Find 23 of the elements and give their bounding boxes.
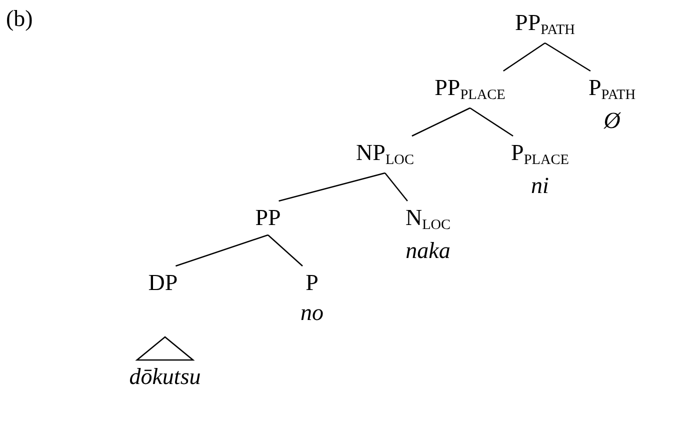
tree-branch [176, 234, 268, 267]
category-label: PP$_{PATH}$ [515, 9, 575, 40]
word-label: dōkutsu [129, 363, 201, 391]
category-label: P$_{PLACE}$ [511, 139, 569, 170]
category-label: N$_{LOC}$ [405, 204, 451, 235]
word-label: naka [405, 237, 451, 265]
word-label: Ø [602, 107, 622, 135]
category-label: PP$_{PLACE}$ [434, 74, 506, 105]
category-label: P$_{PATH}$ [588, 74, 636, 105]
tree-branch [503, 42, 546, 72]
word-label: no [300, 299, 324, 327]
tree-branch [278, 172, 386, 202]
tree-branch [384, 172, 408, 202]
panel-label: (b) [6, 6, 33, 32]
tree-branch [470, 107, 514, 137]
category-label: NP$_{LOC}$ [356, 139, 414, 170]
tree-branch [412, 107, 470, 137]
tree-branch [268, 234, 303, 266]
word-label: ni [530, 172, 550, 200]
category-label: PP [255, 204, 281, 232]
category-label: P [304, 269, 320, 297]
tree-branch [544, 42, 591, 72]
category-label: DP [148, 269, 178, 297]
